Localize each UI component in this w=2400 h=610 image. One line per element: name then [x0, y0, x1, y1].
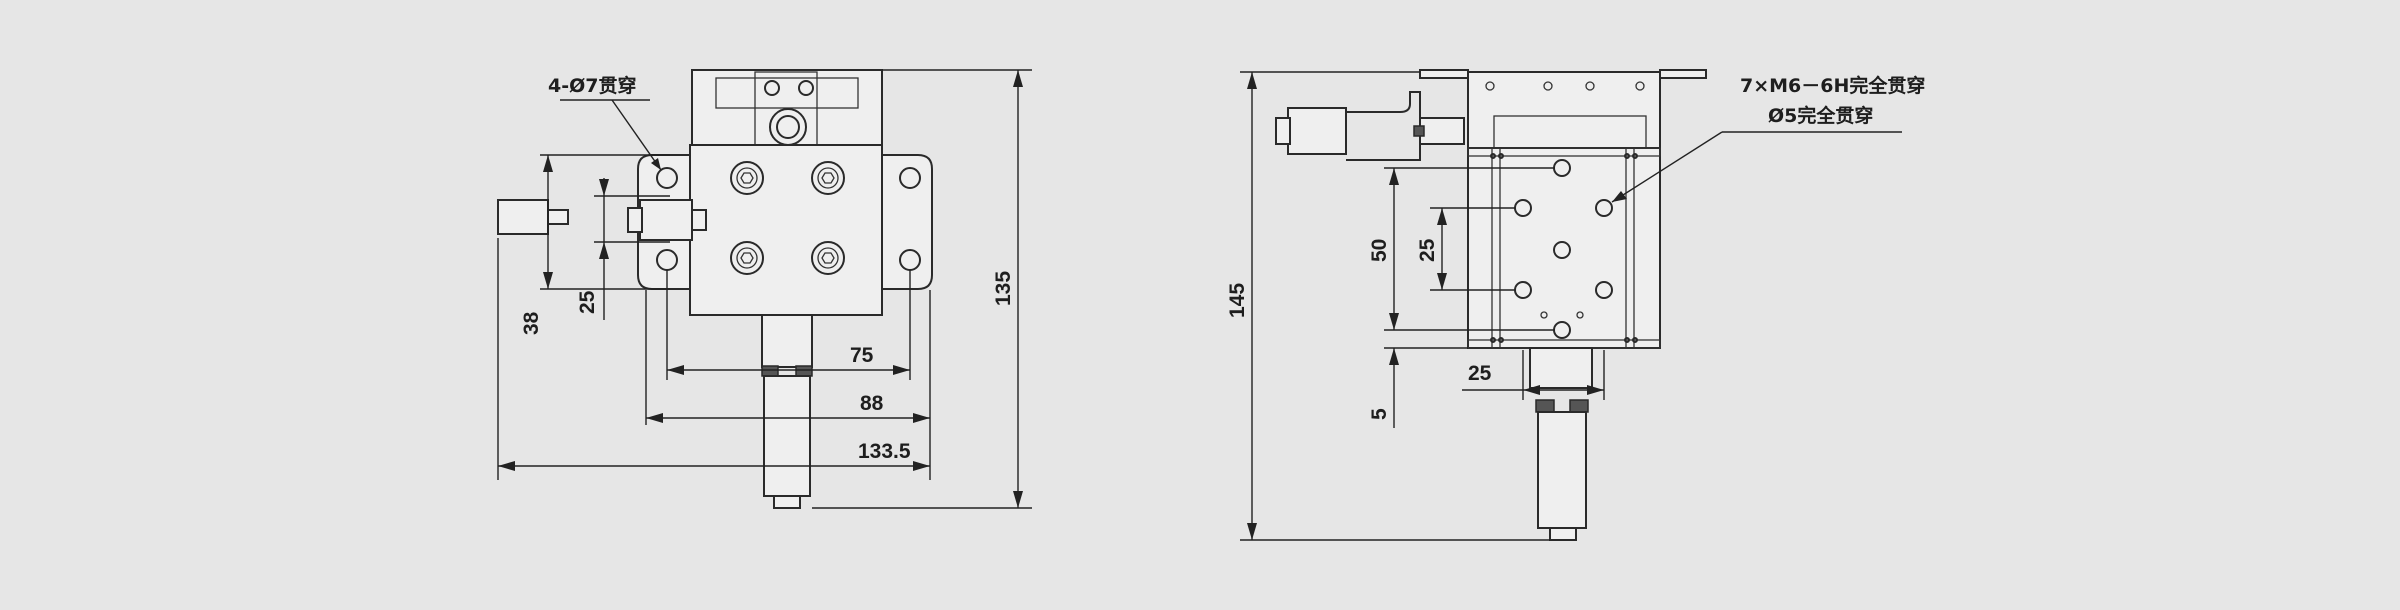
front-left-stub-neck	[547, 209, 569, 225]
side-left-micrometer-tip	[1275, 117, 1291, 145]
front-view: 4-Ø7贯穿 38 25 75 88 133.5	[497, 69, 1032, 509]
side-bottom-tip	[1549, 527, 1577, 541]
front-dim-133-5: 133.5	[858, 440, 911, 463]
front-lock-knob-inner	[776, 115, 800, 139]
side-dim-25-vertical: 25	[1416, 238, 1439, 262]
front-hex-screws	[730, 161, 845, 275]
side-top-plate	[1467, 71, 1661, 149]
front-top-slot	[715, 77, 859, 109]
front-dim-135: 135	[992, 271, 1015, 306]
front-mount-hole-tr	[899, 167, 921, 189]
front-dim-25: 25	[576, 290, 599, 314]
side-thread-note: 7×M6－6H完全贯穿	[1740, 74, 1925, 97]
side-note-leader	[1611, 131, 1723, 203]
front-mount-hole-tl	[656, 167, 678, 189]
front-clamp-screw-left	[764, 80, 780, 96]
side-left-bracket	[1346, 91, 1421, 161]
front-side-lock	[639, 199, 693, 241]
front-micrometer-tip	[773, 495, 801, 509]
front-side-lock-inner	[691, 209, 707, 231]
side-hole-note: Ø5完全贯穿	[1768, 104, 1873, 127]
side-rail-dots	[1490, 153, 1638, 343]
front-micrometer-thimble	[763, 375, 811, 497]
side-top-rail-left	[1419, 69, 1469, 79]
front-side-lock-tip	[627, 207, 643, 233]
side-dim-50: 50	[1368, 239, 1391, 262]
front-micrometer-collar	[761, 314, 813, 368]
side-main-body	[1467, 147, 1661, 349]
side-bottom-collar	[1529, 347, 1593, 389]
side-dim-25-horizontal: 25	[1468, 362, 1492, 385]
front-dim-75: 75	[850, 344, 874, 367]
front-stage-body	[689, 144, 883, 316]
front-dim-38: 38	[520, 311, 543, 335]
side-dim-5: 5	[1368, 408, 1391, 420]
front-left-stub	[497, 199, 549, 235]
side-bottom-thimble	[1537, 411, 1587, 529]
side-top-rail-right	[1659, 69, 1707, 79]
front-clamp-screw-right	[798, 80, 814, 96]
side-left-micrometer	[1287, 107, 1347, 155]
side-view: 7×M6－6H完全贯穿 Ø5完全贯穿 145 50 25 5	[1226, 69, 1925, 541]
side-left-collar	[1419, 117, 1465, 145]
front-hole-note-leader	[611, 99, 662, 171]
front-dim-88: 88	[860, 392, 884, 415]
side-top-holes	[1485, 81, 1645, 91]
side-dim-145: 145	[1226, 283, 1249, 318]
front-hole-note: 4-Ø7贯穿	[548, 74, 636, 97]
front-micrometer-nut-right	[795, 365, 813, 377]
front-micrometer-nut-left	[761, 365, 779, 377]
